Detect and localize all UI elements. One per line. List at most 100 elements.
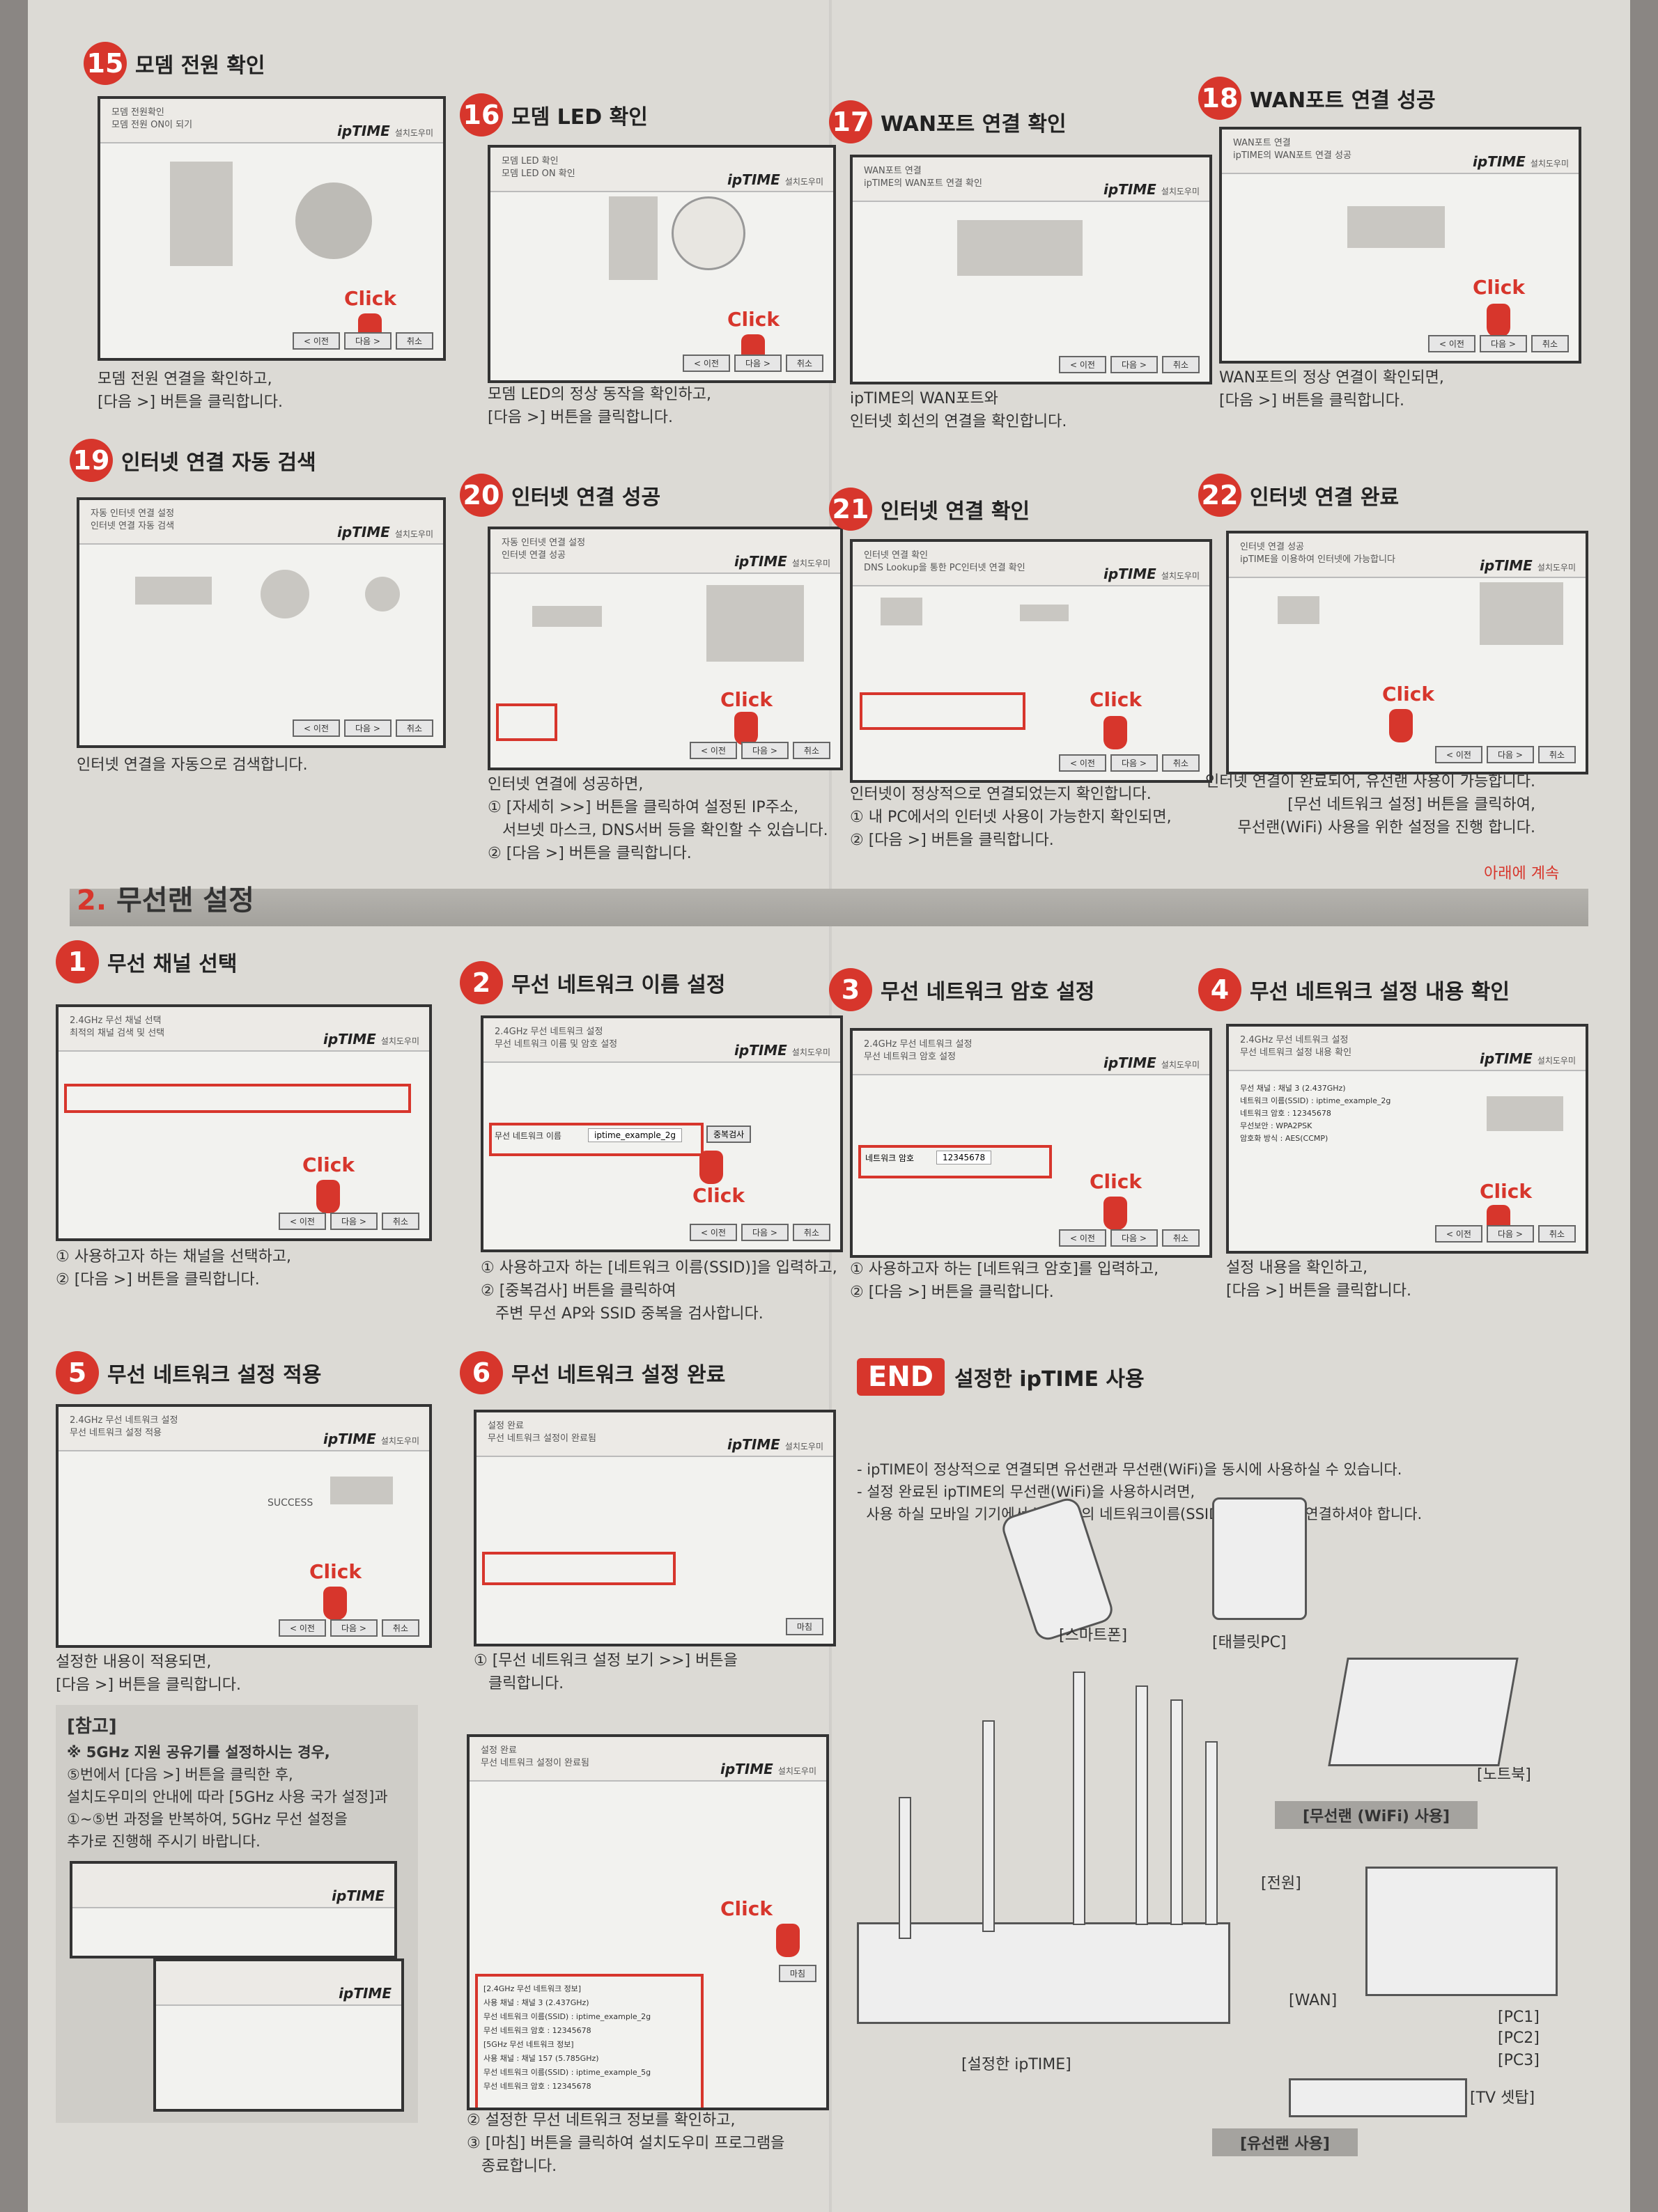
step-description: 모뎀 전원 연결을 확인하고, [다음 >] 버튼을 클릭합니다. — [98, 371, 283, 411]
network-info-highlight — [475, 1974, 704, 2108]
settings-summary: 무선 채널 : 채널 3 (2.437GHz) 네트워크 이름(SSID) : … — [1240, 1084, 1391, 1143]
step-description: ipTIME의 WAN포트와 인터넷 회선의 연결을 확인합니다. — [850, 390, 1067, 430]
iptime-logo: ipTIME 설치도우미 — [727, 171, 823, 188]
finish-button[interactable]: 마침 — [778, 1965, 816, 1982]
router-illustration — [330, 1477, 393, 1504]
cancel-button[interactable]: 취소 — [395, 332, 433, 350]
iptime-logo: ipTIME 설치도우미 — [734, 553, 830, 570]
next-button[interactable]: 다음 > — [343, 332, 392, 350]
iptime-logo: ipTIME 설치도우미 — [1473, 153, 1569, 170]
step-description: 설정 내용을 확인하고, [다음 >] 버튼을 클릭합니다. — [1226, 1259, 1411, 1300]
step-description: 인터넷 연결이 완료되어, 유선랜 사용이 가능합니다. [무선 네트워크 설정… — [1205, 773, 1535, 836]
router-illustration — [1020, 605, 1069, 621]
pc-illustration — [881, 598, 922, 625]
end-badge: END — [857, 1358, 945, 1396]
router-illustration — [857, 1922, 1230, 2024]
antenna — [1136, 1685, 1148, 1925]
magnifier-illustration — [672, 196, 745, 270]
magnifier-illustration — [295, 182, 372, 259]
iptime-logo: ipTIME 설치도우미 — [1103, 1054, 1200, 1071]
step-description: 모뎀 LED의 정상 동작을 확인하고, [다음 >] 버튼을 클릭합니다. — [488, 386, 711, 426]
ssid-field-highlight — [489, 1123, 704, 1156]
success-label: SUCCESS — [268, 1497, 313, 1509]
iptime-logo: ipTIME 설치도우미 — [1480, 557, 1576, 574]
step-description: ② 설정한 무선 네트워크 정보를 확인하고, ③ [마침] 버튼을 클릭하여 … — [467, 2112, 785, 2175]
router-illustration — [135, 577, 212, 605]
iptime-logo: ipTIME 설치도우미 — [337, 123, 433, 139]
pointer-hand-icon — [734, 712, 758, 745]
step-description: 인터넷 연결에 성공하면, ① [자세히 >>] 버튼을 클릭하여 설정된 IP… — [488, 776, 828, 862]
pointer-hand-icon — [1103, 716, 1127, 749]
webpage-illustration — [706, 585, 804, 662]
password-input[interactable]: 12345678 — [936, 1151, 992, 1165]
prev-button[interactable]: < 이전 — [293, 332, 340, 350]
channel-row-highlight — [64, 1084, 411, 1113]
step-description: WAN포트의 정상 연결이 확인되면, [다음 >] 버튼을 클릭합니다. — [1219, 369, 1444, 410]
browser-icon — [365, 577, 400, 612]
iptime-logo: ipTIME 설치도우미 — [734, 1042, 830, 1059]
end-title: 설정한 ipTIME 사용 — [954, 1367, 1145, 1392]
ssid-label: 무선 네트워크 이름 — [495, 1131, 561, 1141]
iptime-logo: ipTIME 설치도우미 — [1480, 1050, 1576, 1067]
section-title: 2. 무선랜 설정 — [77, 885, 254, 917]
step-number: 15 — [84, 42, 127, 85]
ssid-input[interactable]: iptime_example_2g — [588, 1128, 682, 1142]
note-title: [참고] — [67, 1716, 117, 1737]
continue-label: 아래에 계속 — [1484, 865, 1560, 882]
mini-screenshot-country: ipTIME — [70, 1861, 397, 1958]
internet-confirm-highlight — [860, 692, 1025, 730]
antenna — [1205, 1741, 1218, 1925]
step-title: 모뎀 전원 확인 — [135, 54, 265, 78]
iptime-logo: ipTIME 설치도우미 — [727, 1436, 823, 1453]
tablet-icon — [1212, 1497, 1307, 1620]
iptime-logo: ipTIME 설치도우미 — [337, 524, 433, 540]
iptime-logo: ipTIME 설치도우미 — [323, 1431, 419, 1447]
password-field-highlight — [858, 1145, 1052, 1178]
wifi-use-label: [무선랜 (WiFi) 사용] — [1275, 1801, 1478, 1829]
step-description: ① 사용하고자 하는 [네트워크 암호]를 입력하고, ② [다음 >] 버튼을… — [850, 1261, 1159, 1301]
pointer-hand-icon — [699, 1151, 723, 1184]
pointer-hand-icon — [1103, 1197, 1127, 1230]
monitor-icon — [1365, 1867, 1558, 1996]
step-description: ① 사용하고자 하는 채널을 선택하고, ② [다음 >] 버튼을 클릭합니다. — [56, 1248, 292, 1288]
step-description: 인터넷이 정상적으로 연결되었는지 확인합니다. ① 내 PC에서의 인터넷 사… — [850, 786, 1172, 849]
pointer-hand-icon — [776, 1924, 800, 1957]
pointer-hand-icon — [316, 1180, 340, 1213]
mini-screenshot-channel: ipTIME — [153, 1958, 404, 2112]
iptime-logo: ipTIME 설치도우미 — [323, 1031, 419, 1047]
modem-illustration — [609, 196, 658, 280]
click-label: Click — [344, 287, 396, 310]
iptime-logo: ipTIME 설치도우미 — [720, 1761, 816, 1777]
iptime-logo: ipTIME 설치도우미 — [1103, 181, 1200, 198]
dup-check-button[interactable]: 중복검사 — [706, 1126, 752, 1143]
view-settings-highlight — [482, 1552, 676, 1585]
antenna — [982, 1720, 995, 1932]
wired-use-label: [유선랜 사용] — [1212, 2128, 1358, 2156]
pointer-hand-icon — [1389, 709, 1413, 742]
details-button-highlight — [496, 703, 557, 741]
router-illustration — [957, 220, 1083, 276]
